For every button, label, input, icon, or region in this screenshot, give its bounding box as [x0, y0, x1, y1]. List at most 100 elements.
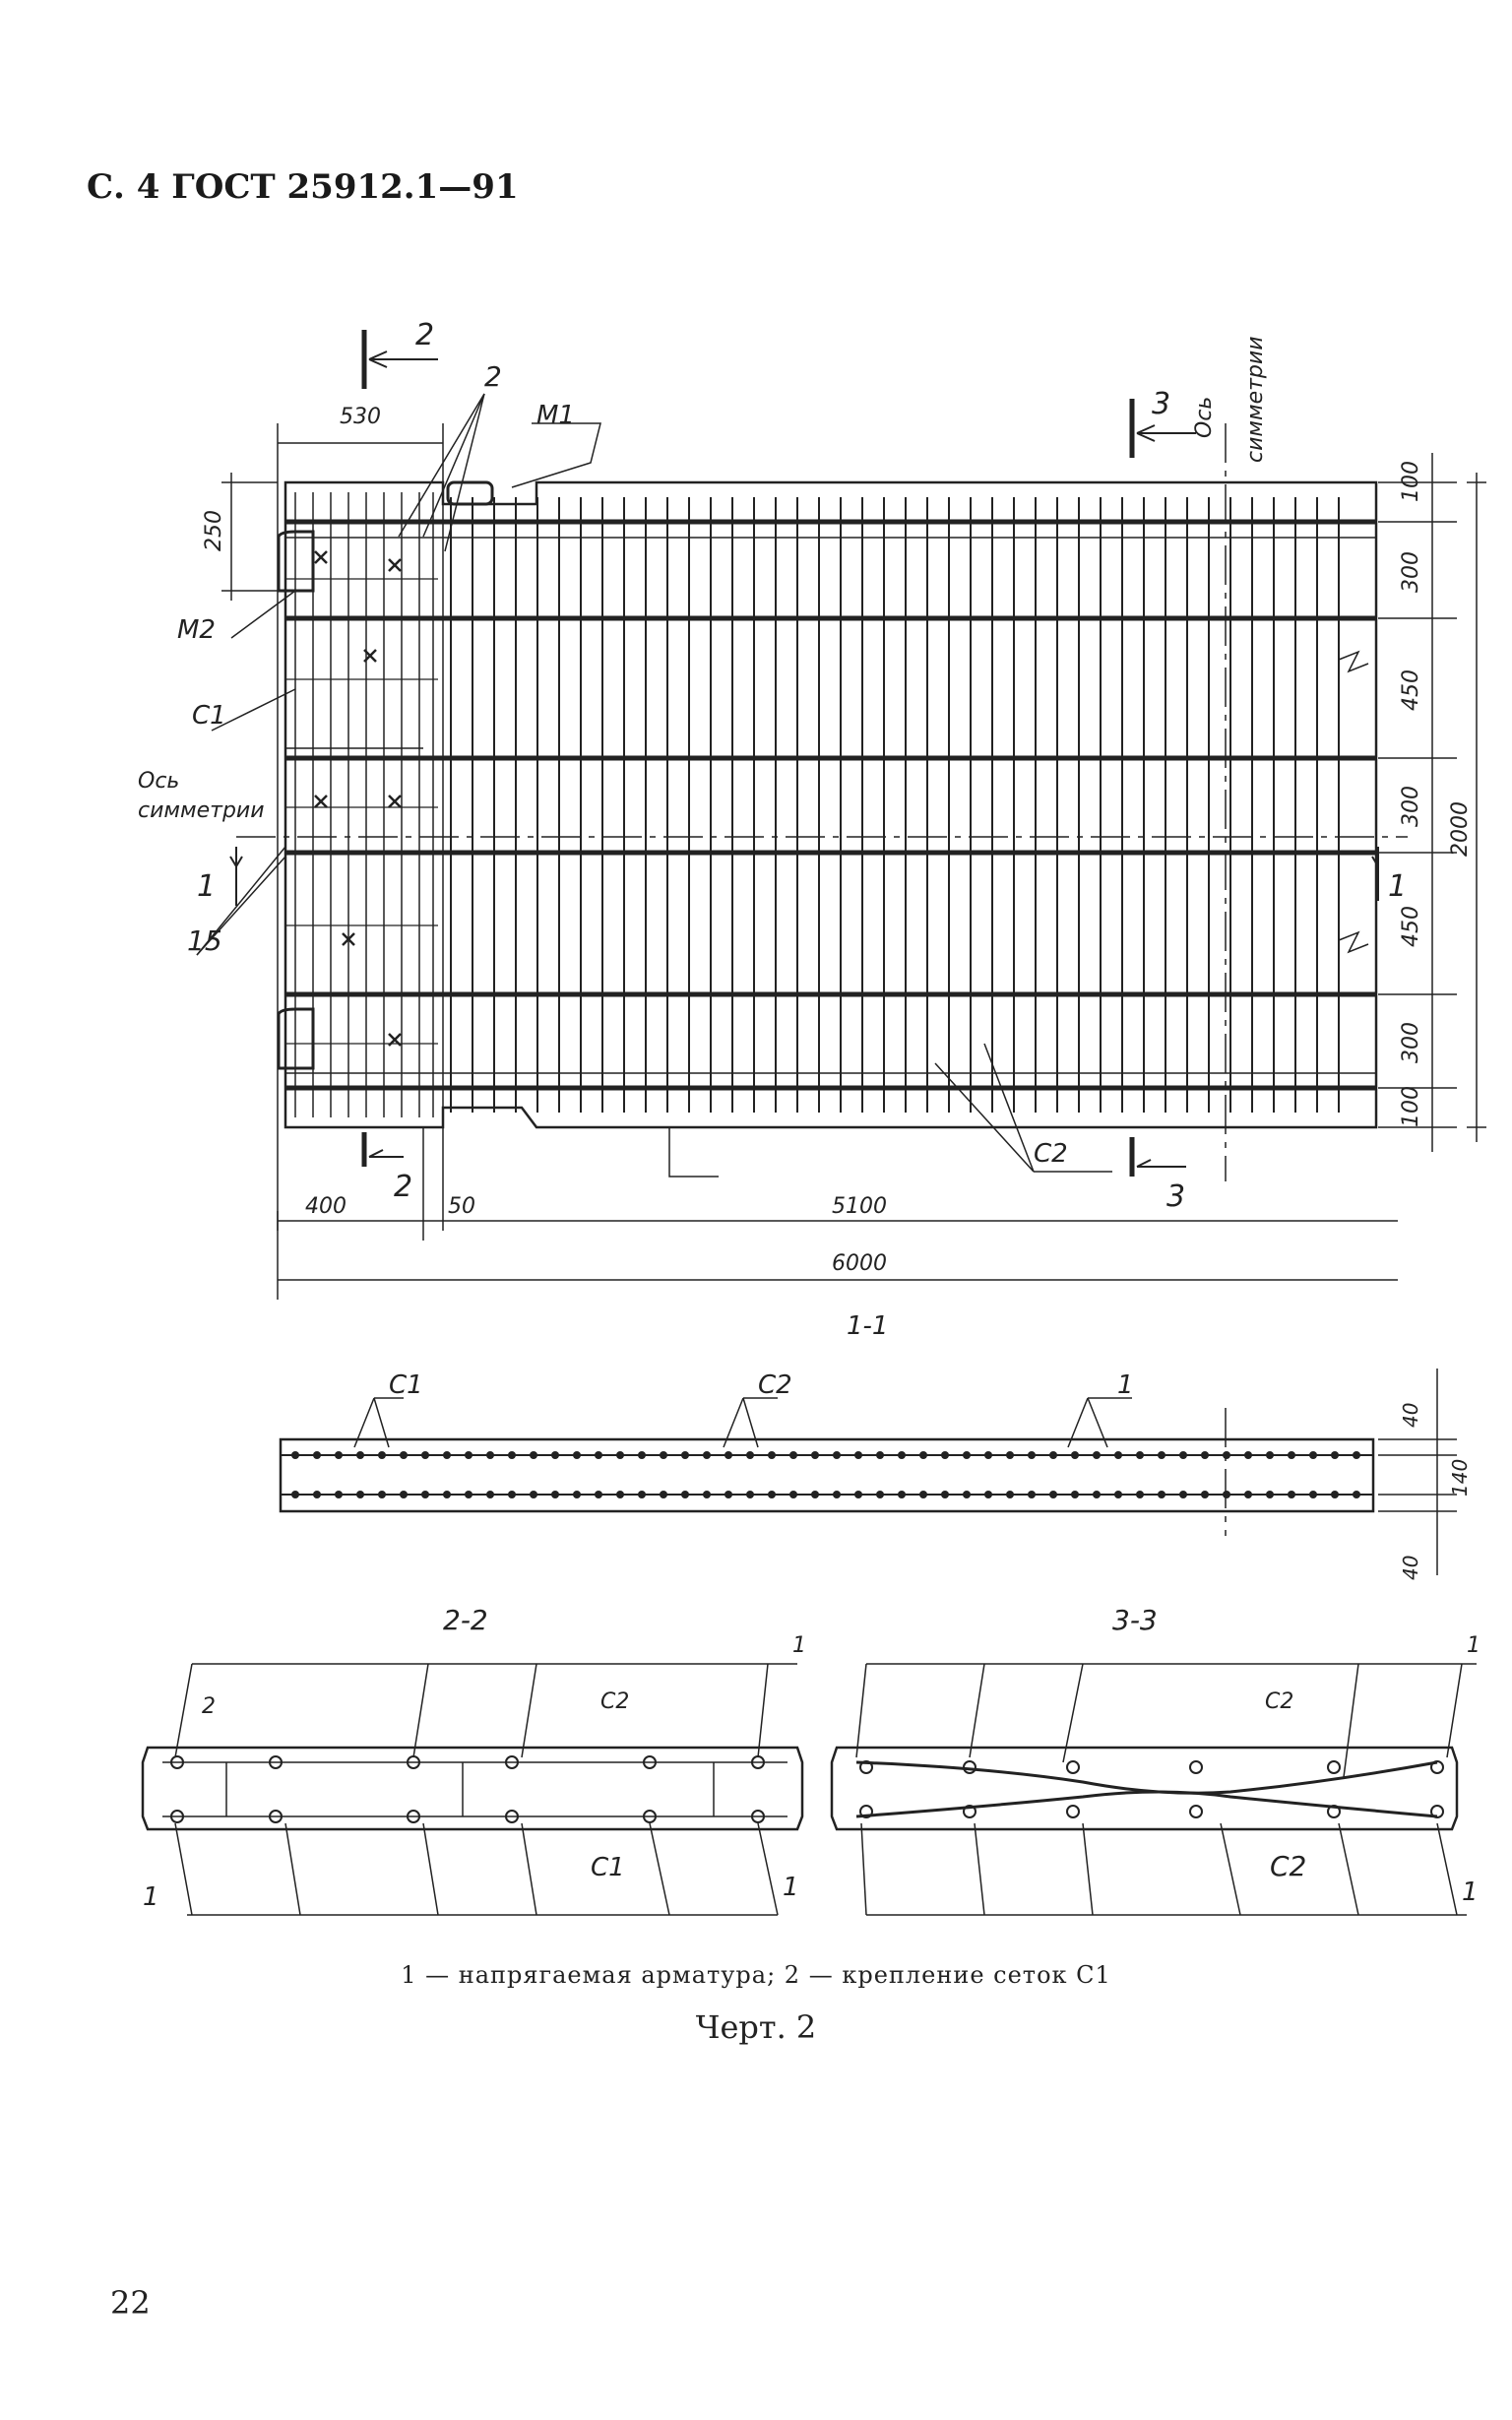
- rebar-dot: [616, 1491, 624, 1498]
- label-m1: М1: [536, 401, 575, 430]
- rebar-dot: [963, 1451, 971, 1459]
- section-1-1-item1: 1: [1117, 1370, 1134, 1400]
- plan-view: [196, 330, 1486, 1300]
- figure-title: Черт. 2: [695, 2008, 817, 2046]
- rebar-dots: [291, 1451, 1360, 1498]
- section-1-1-dim-140: 140: [1448, 1459, 1472, 1497]
- label-axis-left-1: Ось: [138, 769, 179, 794]
- rebar-dot: [595, 1491, 602, 1498]
- page-header: С. 4 ГОСТ 25912.1—91: [87, 167, 519, 207]
- strand-circle: [269, 1755, 283, 1769]
- prestress-bars: [285, 519, 1376, 1091]
- rebar-dot: [660, 1451, 667, 1459]
- rebar-dot: [1114, 1451, 1122, 1459]
- rebar-dot: [703, 1491, 711, 1498]
- rebar-dot: [1309, 1491, 1317, 1498]
- strand-circle: [963, 1760, 976, 1774]
- rebar-dot: [1114, 1491, 1122, 1498]
- label-axis-top-1: Ось: [1192, 397, 1217, 438]
- rebar-dot: [1136, 1451, 1144, 1459]
- rebar-dot: [486, 1491, 494, 1498]
- rebar-dot: [1266, 1451, 1274, 1459]
- rebar-dot: [746, 1491, 754, 1498]
- rebar-dot: [811, 1491, 819, 1498]
- rebar-dot: [465, 1491, 472, 1498]
- rebar-dot: [1028, 1491, 1036, 1498]
- rebar-dot: [984, 1491, 992, 1498]
- rebar-dot: [616, 1451, 624, 1459]
- strand-circle: [170, 1810, 184, 1823]
- rebar-dot: [1201, 1491, 1209, 1498]
- rebar-dot: [508, 1491, 516, 1498]
- strand-circle: [1189, 1805, 1203, 1818]
- rebar-dot: [573, 1451, 581, 1459]
- strand-circle: [407, 1810, 420, 1823]
- rebar-dot: [443, 1451, 451, 1459]
- label-m2: М2: [177, 615, 216, 645]
- strand-circle: [1327, 1805, 1341, 1818]
- section-mark-1-right: 1: [1388, 869, 1407, 904]
- dim-250: 250: [202, 510, 226, 551]
- rebar-dot: [681, 1491, 689, 1498]
- dim-right-100-top: 100: [1399, 461, 1423, 502]
- rebar-dot: [378, 1451, 386, 1459]
- rebar-dot: [898, 1451, 906, 1459]
- section-2-2-title: 2-2: [443, 1604, 488, 1636]
- rebar-dot: [400, 1491, 408, 1498]
- rebar-dot: [638, 1451, 646, 1459]
- rebar-dot: [768, 1491, 776, 1498]
- rebar-dot: [681, 1451, 689, 1459]
- rebar-dot: [1093, 1451, 1101, 1459]
- strand-circle: [643, 1755, 657, 1769]
- rebar-dot: [335, 1451, 343, 1459]
- strand-circle: [859, 1760, 873, 1774]
- strand-circle: [170, 1755, 184, 1769]
- label-item-2: 2: [484, 360, 502, 393]
- rebar-dot: [1353, 1451, 1360, 1459]
- rebar-dot: [876, 1451, 884, 1459]
- section-2-2-c1: С1: [591, 1853, 625, 1882]
- section-1-1-c2: С2: [758, 1370, 792, 1400]
- strand-circle: [505, 1755, 519, 1769]
- rebar-dot: [1223, 1491, 1230, 1498]
- label-c2-plan: С2: [1034, 1139, 1068, 1169]
- section-2-2-item1-right: 1: [783, 1873, 799, 1902]
- strand-circle: [269, 1810, 283, 1823]
- rebar-dot: [465, 1451, 472, 1459]
- rebar-dot: [854, 1491, 862, 1498]
- rebar-dot: [1201, 1451, 1209, 1459]
- rebar-dot: [1006, 1491, 1014, 1498]
- dim-right-300-a: 300: [1399, 551, 1423, 593]
- section-3-3-c2-top: С2: [1265, 1689, 1293, 1714]
- label-axis-top-2: симметрии: [1243, 337, 1268, 464]
- rebar-dot: [1266, 1491, 1274, 1498]
- section-1-1: [279, 1369, 1457, 1575]
- label-axis-left-2: симметрии: [138, 798, 265, 823]
- rebar-dot: [1071, 1491, 1079, 1498]
- rebar-dot: [595, 1451, 602, 1459]
- dim-right-450-a: 450: [1399, 669, 1423, 711]
- section-3-3: [830, 1663, 1477, 1916]
- rebar-dot: [746, 1451, 754, 1459]
- rebar-dot: [1071, 1451, 1079, 1459]
- figure-caption: 1 — напрягаемая арматура; 2 — крепление …: [401, 1961, 1111, 1989]
- rebar-dot: [789, 1491, 797, 1498]
- strand-circle: [963, 1805, 976, 1818]
- section-mark-2-top: 2: [415, 318, 434, 352]
- rebar-dot: [854, 1451, 862, 1459]
- rebar-dot: [1244, 1491, 1252, 1498]
- dim-50: 50: [448, 1194, 475, 1219]
- section-1-1-dim-40-top: 40: [1399, 1403, 1422, 1428]
- rebar-dot: [530, 1491, 537, 1498]
- rebar-dot: [811, 1451, 819, 1459]
- rebar-dot: [1331, 1451, 1339, 1459]
- rebar-dot: [421, 1451, 429, 1459]
- rebar-dot: [941, 1451, 949, 1459]
- section-1-1-dim-40-bottom: 40: [1399, 1556, 1422, 1580]
- strand-circle: [1189, 1760, 1203, 1774]
- rebar-dot: [1309, 1451, 1317, 1459]
- strand-circle: [643, 1810, 657, 1823]
- section-1-1-c1: С1: [389, 1370, 423, 1400]
- rebar-dot: [660, 1491, 667, 1498]
- rebar-dot: [356, 1491, 364, 1498]
